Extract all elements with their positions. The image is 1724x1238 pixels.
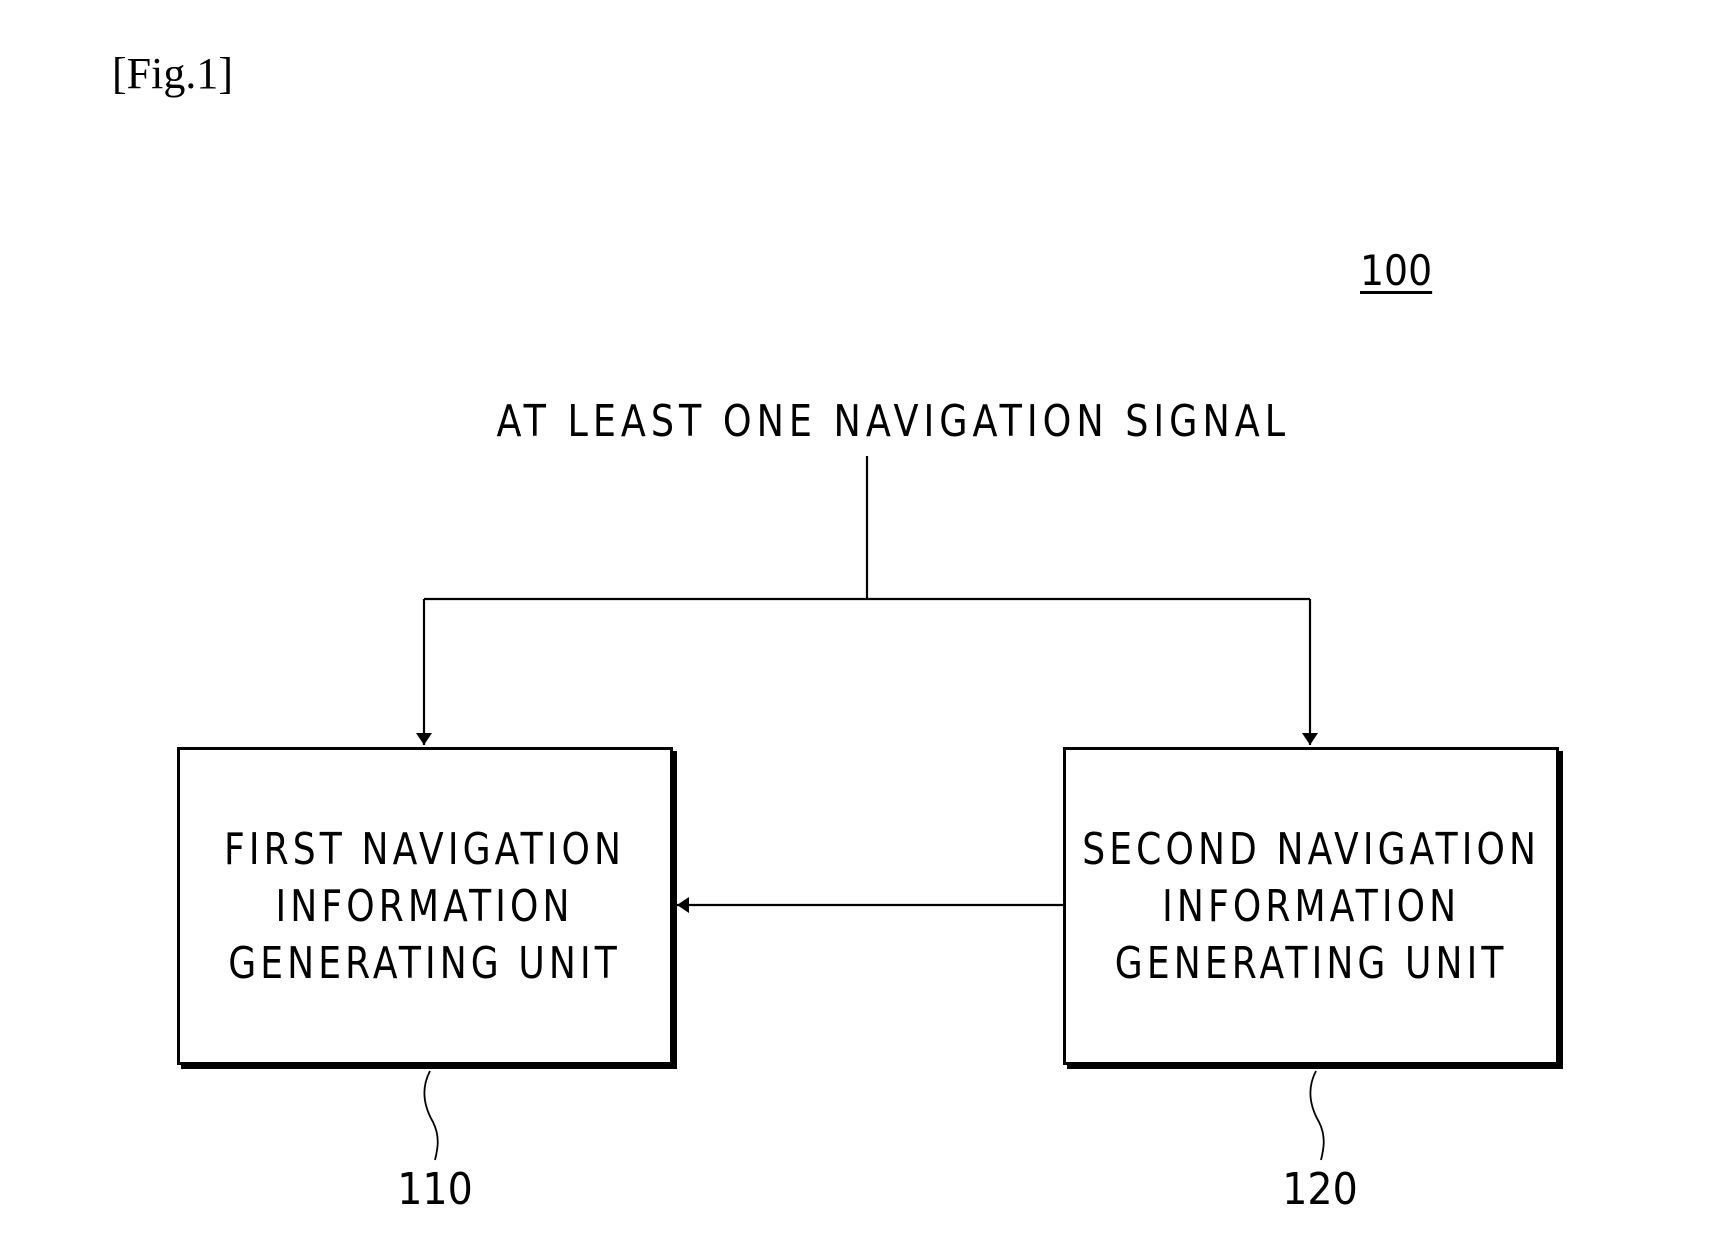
leader-line-120 (1310, 1071, 1323, 1160)
first-navigation-unit-box: FIRST NAVIGATION INFORMATION GENERATING … (177, 747, 673, 1065)
second-unit-label: SECOND NAVIGATION INFORMATION GENERATING… (1082, 821, 1540, 992)
first-unit-line-2: INFORMATION (276, 878, 574, 935)
reference-number-110: 110 (381, 1168, 489, 1212)
first-unit-line-3: GENERATING UNIT (229, 935, 622, 992)
leader-line-110 (424, 1071, 437, 1160)
reference-number-120: 120 (1266, 1168, 1374, 1212)
second-navigation-unit-box: SECOND NAVIGATION INFORMATION GENERATING… (1063, 747, 1559, 1065)
first-unit-label: FIRST NAVIGATION INFORMATION GENERATING … (224, 821, 625, 992)
second-unit-line-2: INFORMATION (1162, 878, 1460, 935)
second-unit-line-1: SECOND NAVIGATION (1082, 821, 1540, 878)
second-unit-line-3: GENERATING UNIT (1115, 935, 1508, 992)
first-unit-line-1: FIRST NAVIGATION (224, 821, 625, 878)
